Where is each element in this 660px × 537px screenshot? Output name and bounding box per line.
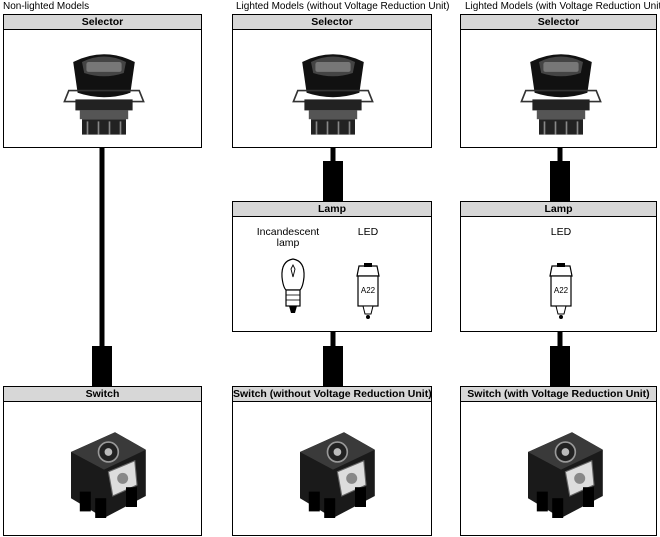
incandescent-lamp-label: Incandescent lamp bbox=[256, 226, 320, 249]
lamp-header: Lamp bbox=[461, 202, 656, 217]
switch-box-lighted-without-vru: Switch (without Voltage Reduction Unit) bbox=[232, 386, 432, 536]
switch-header: Switch (without Voltage Reduction Unit) bbox=[233, 387, 432, 402]
switch-image bbox=[506, 414, 616, 534]
led-marking-text: A22 bbox=[553, 286, 569, 295]
selector-image bbox=[44, 40, 164, 150]
selector-box-non-lighted: Selector bbox=[3, 14, 202, 148]
lamp-box-lighted-with-vru: Lamp LED A22 bbox=[460, 201, 657, 332]
led-marking-text: A22 bbox=[360, 286, 376, 295]
switch-header: Switch bbox=[4, 387, 201, 402]
flow-arrow bbox=[550, 148, 570, 201]
selector-box-lighted-with-vru: Selector bbox=[460, 14, 657, 148]
selector-header: Selector bbox=[461, 15, 656, 30]
flow-arrow bbox=[323, 148, 343, 201]
column-title-lighted-with-vru: Lighted Models (with Voltage Reduction U… bbox=[465, 1, 660, 12]
selector-image bbox=[501, 40, 621, 150]
switch-header: Switch (with Voltage Reduction Unit) bbox=[461, 387, 656, 402]
selector-image bbox=[273, 40, 393, 150]
lamp-box-lighted-without-vru: Lamp Incandescent lamp LED A22 bbox=[232, 201, 432, 332]
switch-box-non-lighted: Switch bbox=[3, 386, 202, 536]
switch-image bbox=[278, 414, 388, 534]
selector-header: Selector bbox=[4, 15, 201, 30]
flow-arrow bbox=[550, 332, 570, 386]
flow-arrow bbox=[323, 332, 343, 386]
incandescent-lamp-image bbox=[278, 257, 308, 317]
switch-image bbox=[49, 414, 159, 534]
column-title-non-lighted: Non-lighted Models bbox=[3, 1, 90, 12]
column-title-lighted-without-vru: Lighted Models (without Voltage Reductio… bbox=[236, 1, 450, 12]
flow-arrow bbox=[92, 148, 112, 386]
led-label: LED bbox=[357, 226, 379, 238]
switch-box-lighted-with-vru: Switch (with Voltage Reduction Unit) bbox=[460, 386, 657, 536]
lamp-header: Lamp bbox=[233, 202, 431, 217]
selector-header: Selector bbox=[233, 15, 431, 30]
selector-box-lighted-without-vru: Selector bbox=[232, 14, 432, 148]
led-label: LED bbox=[550, 226, 572, 238]
